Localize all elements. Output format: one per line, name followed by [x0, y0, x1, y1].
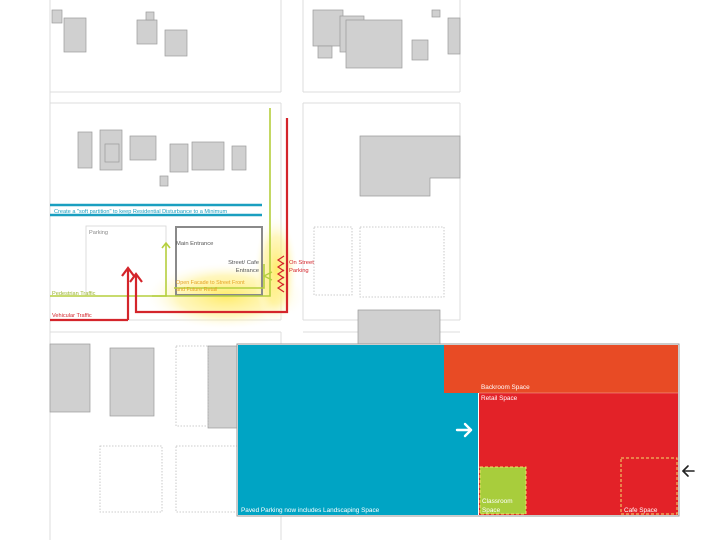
vehicular-route [50, 118, 289, 322]
right-arrow-icon [455, 422, 473, 438]
paved-parking-upper-fill [238, 345, 444, 393]
vehicular-traffic-label: Vehicular Traffic [52, 313, 92, 319]
cafe-entrance-arrow [262, 271, 273, 281]
open-facade-label-1: Open Facade to Street Front [176, 280, 245, 286]
building-footprints [49, 9, 461, 429]
backroom-label: Backroom Space [481, 384, 530, 391]
floor-plan: Backroom Space Retail Space Paved Parkin… [236, 343, 680, 517]
backroom-zone [444, 345, 678, 393]
street-cafe-label-1: Street/ Cafe [228, 260, 259, 266]
main-entrance-label: Main Entrance [176, 241, 213, 247]
pedestrian-route [50, 108, 271, 297]
on-street-parking-chevrons [276, 255, 285, 293]
on-street-parking-label-1: On Street [289, 260, 314, 266]
cafe-zone-outline [620, 457, 678, 515]
street-cafe-label-2: Entrance [236, 268, 259, 274]
open-facade-label-2: and Future Retail [176, 287, 217, 293]
left-arrow-icon [682, 465, 695, 477]
lot-outlines [99, 226, 445, 513]
retail-label: Retail Space [481, 395, 518, 402]
main-building [175, 226, 263, 296]
soft-partition-label: Create a "soft partition" to keep Reside… [54, 209, 227, 215]
classroom-zone [479, 466, 527, 515]
paved-parking-label: Paved Parking now includes Landscaping S… [241, 507, 380, 514]
pedestrian-traffic-label: Pedestrian Traffic [52, 291, 96, 297]
parking-label: Parking [89, 230, 108, 236]
soft-partition-lines [50, 203, 262, 217]
on-street-parking-label-2: Parking [289, 268, 309, 274]
classroom-label-1: Classroom [482, 498, 513, 505]
classroom-label-2: Space [482, 507, 501, 514]
cafe-label: Cafe Space [624, 507, 658, 514]
